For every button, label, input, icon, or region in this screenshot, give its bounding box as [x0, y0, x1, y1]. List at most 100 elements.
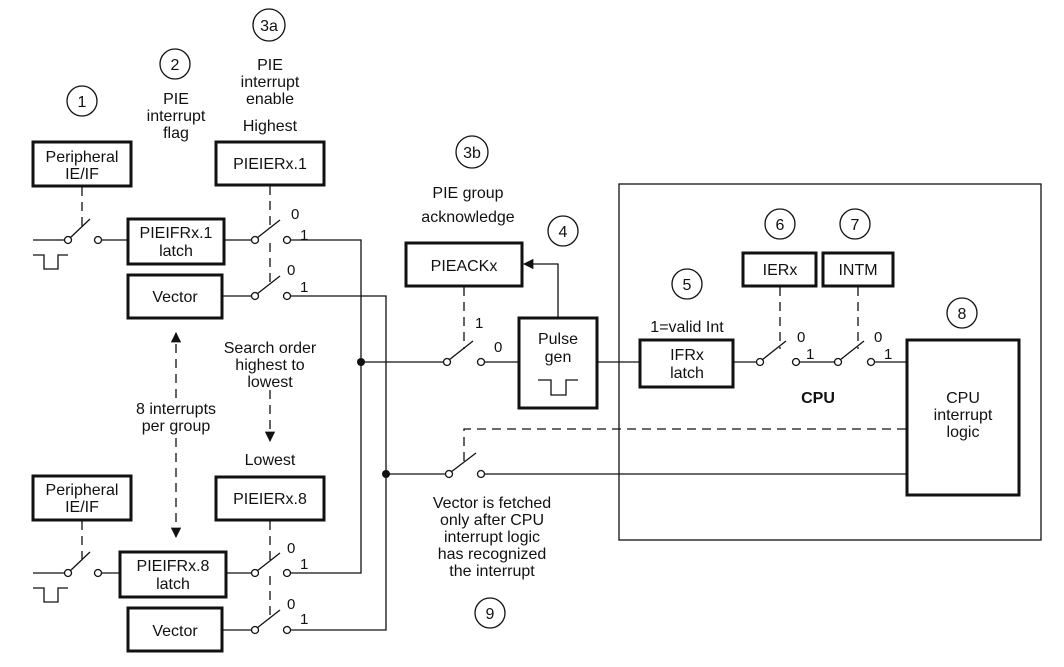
- svg-text:Vector: Vector: [152, 623, 198, 640]
- svg-text:5: 5: [683, 277, 692, 294]
- peripheral-switch-top: [33, 187, 128, 270]
- lowest-label: Lowest: [245, 452, 296, 469]
- svg-text:PIE: PIE: [163, 91, 189, 108]
- svg-text:CPU: CPU: [946, 390, 980, 407]
- callout-5: 5: [671, 268, 703, 300]
- pie-interrupt-flag-label: PIE interrupt flag: [147, 91, 206, 142]
- valid-int-label: 1=valid Int: [650, 319, 724, 336]
- svg-text:Peripheral: Peripheral: [46, 149, 119, 166]
- vector-fetch-switch: [386, 428, 907, 479]
- svg-text:7: 7: [851, 217, 860, 234]
- svg-text:1: 1: [806, 346, 814, 363]
- svg-text:4: 4: [559, 224, 568, 241]
- svg-text:0: 0: [287, 262, 295, 279]
- vector-switch-8: 0 1: [222, 474, 387, 635]
- svg-text:IERx: IERx: [763, 262, 798, 279]
- callout-4: 4: [547, 215, 579, 247]
- highest-label: Highest: [243, 118, 298, 135]
- svg-text:interrupt: interrupt: [147, 108, 206, 125]
- svg-text:0: 0: [291, 206, 299, 223]
- svg-text:latch: latch: [670, 365, 704, 382]
- peripheral-ie-if-box-bottom: Peripheral IE/IF: [31, 474, 133, 522]
- svg-text:9: 9: [486, 606, 495, 623]
- callout-6: 6: [764, 208, 796, 240]
- svg-text:8 interrupts: 8 interrupts: [136, 401, 216, 418]
- svg-text:0: 0: [494, 339, 502, 356]
- search-order-label: Search order highest to lowest: [224, 340, 317, 391]
- vector-box-8: Vector: [126, 606, 224, 653]
- pie-group-acknowledge-label: PIE group acknowledge: [421, 185, 515, 226]
- vector-switch-1: 0 1: [222, 243, 387, 474]
- svg-text:highest to: highest to: [235, 357, 304, 374]
- peripheral-switch-bottom: [33, 521, 120, 603]
- pulse-to-pieack-arrow: [522, 258, 559, 318]
- svg-text:0: 0: [287, 540, 295, 557]
- pie-ack-switch: 1 0: [361, 287, 519, 367]
- svg-text:only after CPU: only after CPU: [440, 512, 544, 529]
- pieier-box-8: PIEIERx.8: [214, 475, 326, 522]
- callout-3a: 3a: [252, 8, 286, 42]
- vector-box-1: Vector: [126, 273, 224, 320]
- svg-text:1: 1: [300, 279, 308, 296]
- svg-text:0: 0: [797, 329, 805, 346]
- pieier-box-1: PIEIERx.1: [214, 140, 326, 187]
- svg-text:IE/IF: IE/IF: [65, 166, 99, 183]
- svg-text:3a: 3a: [260, 18, 278, 35]
- svg-text:gen: gen: [545, 349, 572, 366]
- svg-text:interrupt logic: interrupt logic: [444, 529, 540, 546]
- ier-box: IERx: [741, 251, 818, 288]
- pieifr-latch-box-8: PIEIFRx.8 latch: [118, 550, 228, 599]
- svg-text:Pulse: Pulse: [538, 331, 578, 348]
- pie-enable-switch-1: 0 1: [224, 186, 362, 362]
- callout-2: 2: [159, 48, 191, 80]
- cpu-interrupt-logic-box: CPU interrupt logic: [905, 338, 1021, 497]
- pieifr-latch-box-1: PIEIFRx.1 latch: [126, 217, 226, 266]
- intm-switch: 0 1: [799, 287, 907, 367]
- vector-fetch-note: Vector is fetched only after CPU interru…: [433, 495, 551, 580]
- svg-text:PIEIFRx.8: PIEIFRx.8: [137, 558, 210, 575]
- pie-enable-switch-8: 0 1: [226, 362, 362, 578]
- svg-text:0: 0: [287, 596, 295, 613]
- svg-text:1: 1: [475, 315, 483, 332]
- svg-text:PIEIFRx.1: PIEIFRx.1: [140, 225, 213, 242]
- svg-text:PIE: PIE: [257, 57, 283, 74]
- interrupts-per-group-label: 8 interrupts per group: [136, 401, 216, 435]
- cpu-label: CPU: [801, 390, 835, 407]
- ier-switch: 0 1: [733, 287, 814, 367]
- intm-box: INTM: [821, 251, 895, 288]
- svg-text:interrupt: interrupt: [934, 407, 993, 424]
- svg-text:6: 6: [776, 217, 785, 234]
- svg-text:flag: flag: [163, 125, 189, 142]
- svg-text:latch: latch: [159, 243, 193, 260]
- callout-3b: 3b: [455, 135, 489, 169]
- svg-text:PIE group: PIE group: [432, 185, 503, 202]
- svg-text:PIEACKx: PIEACKx: [431, 258, 498, 275]
- svg-text:INTM: INTM: [838, 262, 877, 279]
- svg-text:Search order: Search order: [224, 340, 317, 357]
- svg-text:PIEIERx.8: PIEIERx.8: [233, 491, 307, 508]
- pulse-icon: [538, 379, 578, 396]
- svg-text:3b: 3b: [463, 145, 481, 162]
- svg-text:1: 1: [300, 611, 308, 628]
- svg-text:per group: per group: [142, 418, 211, 435]
- svg-text:2: 2: [171, 57, 180, 74]
- callout-7: 7: [839, 208, 871, 240]
- svg-text:1: 1: [300, 227, 308, 244]
- svg-text:1: 1: [884, 346, 892, 363]
- svg-text:1: 1: [300, 556, 308, 573]
- svg-text:enable: enable: [246, 91, 294, 108]
- pulse-gen-box: Pulse gen: [517, 316, 599, 410]
- svg-text:Vector: Vector: [152, 289, 198, 306]
- callout-9: 9: [474, 597, 506, 629]
- pieack-box: PIEACKx: [404, 241, 524, 288]
- svg-text:Vector is fetched: Vector is fetched: [433, 495, 551, 512]
- svg-text:lowest: lowest: [247, 374, 293, 391]
- svg-text:8: 8: [958, 306, 967, 323]
- svg-text:Peripheral: Peripheral: [46, 482, 119, 499]
- svg-text:IFRx: IFRx: [670, 347, 704, 364]
- pulse-icon: [33, 587, 68, 603]
- svg-text:acknowledge: acknowledge: [421, 209, 515, 226]
- svg-text:latch: latch: [156, 576, 190, 593]
- pulse-icon: [33, 254, 68, 270]
